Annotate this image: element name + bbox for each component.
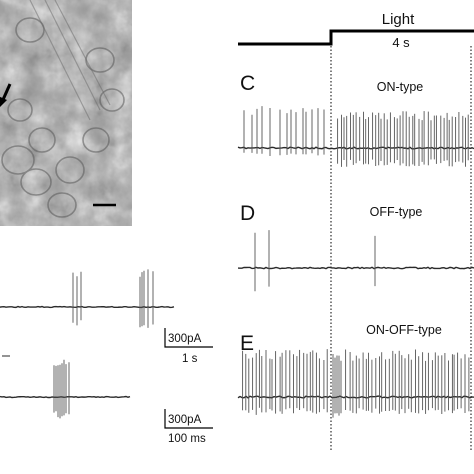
trace-on-spikes-light (337, 111, 469, 167)
scalebar-2: 300pA 100 ms (164, 409, 213, 445)
trace-onoff-spikes-pre (242, 349, 328, 415)
trace-onoff-spikes-on (332, 354, 342, 418)
scalebar-2-time: 100 ms (168, 433, 206, 445)
panel-title-on: ON-type (377, 80, 424, 94)
arrow-icon (0, 83, 12, 107)
panel-title-onoff: ON-OFF-type (366, 323, 442, 337)
panel-letter-e: E (240, 332, 254, 355)
recording-traces (0, 106, 474, 419)
stimulus-label: Light (382, 11, 415, 28)
stimulus-trace (238, 29, 474, 46)
panel-letter-c: C (240, 72, 255, 95)
scalebar-1-time: 1 s (182, 353, 198, 365)
scalebar-2-amplitude: 300pA (168, 414, 202, 426)
panel-letter-d: D (240, 202, 255, 225)
trace-left1-spikes (72, 269, 154, 328)
micrograph (0, 0, 132, 226)
trace-left2-baseline (0, 395, 131, 399)
trace-off-spikes (254, 230, 376, 292)
trace-left1-baseline (0, 305, 175, 309)
stimulus-duration: 4 s (392, 35, 410, 50)
trace-left2-spikes (53, 359, 70, 419)
trace-on-spikes (243, 106, 325, 156)
scalebar-1: 300pA 1 s (164, 328, 213, 365)
panel-title-off: OFF-type (370, 205, 423, 219)
trace-off-baseline (237, 266, 474, 270)
trace-onoff-spikes-light (345, 349, 470, 414)
scalebar-1-amplitude: 300pA (168, 333, 202, 345)
